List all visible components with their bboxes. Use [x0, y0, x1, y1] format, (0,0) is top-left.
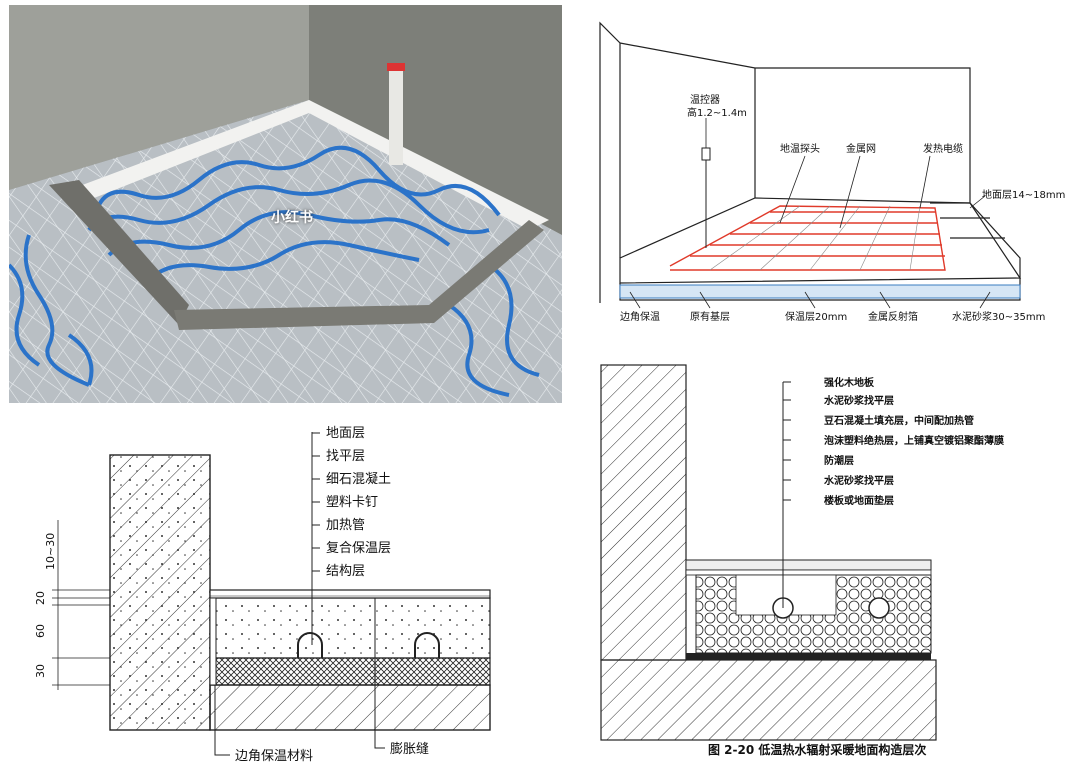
- floor-heating-photo: 小红书: [9, 5, 562, 403]
- label-leveling: 找平层: [326, 449, 365, 464]
- label-reflective-foil: 金属反射箔: [868, 310, 918, 323]
- dim-60: 60: [34, 624, 47, 638]
- pipe-2: [868, 597, 890, 619]
- label-foam-insulation: 泡沫塑料绝热层，上铺真空镀铝聚酯薄膜: [824, 434, 1004, 447]
- label-floor-probe: 地温探头: [780, 142, 820, 155]
- isometric-heating-diagram: 温控器 高1.2~1.4m 地温探头 金属网 发热电缆 地面层14~18mm 边…: [590, 8, 1076, 328]
- section-right-diagram: 强化木地板 水泥砂浆找平层 豆石混凝土填充层，中间配加热管 泡沫塑料绝热层，上铺…: [596, 360, 1076, 764]
- label-thermostat: 温控器: [690, 93, 720, 106]
- label-moisture-barrier: 防潮层: [824, 454, 854, 467]
- label-original-base: 原有基层: [690, 310, 730, 323]
- heating-cable-loops: [9, 145, 540, 397]
- label-corner-insulation: 边角保温: [620, 310, 660, 323]
- label-expansion-joint: 膨胀缝: [390, 742, 429, 757]
- label-structure: 结构层: [326, 564, 365, 579]
- heating-pipes: [297, 632, 440, 658]
- section-left-labels: 地面层 找平层 细石混凝土 塑料卡钉 加热管 复合保温层 结构层: [312, 426, 391, 579]
- label-protective-layer: 保温层20mm: [785, 310, 847, 323]
- dim-20: 20: [34, 591, 47, 605]
- dim-10-30: 10~30: [44, 533, 57, 570]
- figure-caption: 图 2-20 低温热水辐射采暖地面构造层次: [708, 742, 926, 757]
- label-heating-pipe: 加热管: [326, 518, 365, 533]
- section-left-svg: 10~30 20 60 30 地面层 找平层 细石混凝土 塑料卡钉 加热管 复合…: [34, 426, 491, 764]
- label-floor-slab: 楼板或地面垫层: [824, 494, 894, 507]
- photo-illustration: [9, 5, 562, 403]
- label-floor: 地面层: [326, 426, 365, 441]
- label-floor-layer: 地面层14~18mm: [982, 188, 1065, 201]
- label-heating-cable: 发热电缆: [923, 142, 963, 155]
- isometric-svg: 温控器 高1.2~1.4m 地温探头 金属网 发热电缆 地面层14~18mm 边…: [599, 21, 1065, 323]
- label-metal-mesh: 金属网: [846, 142, 876, 155]
- label-mortar-leveling-1: 水泥砂浆找平层: [823, 394, 894, 407]
- label-fine-concrete: 细石混凝土: [326, 471, 391, 487]
- label-edge-insulation: 边角保温材料: [235, 749, 313, 764]
- section-left-diagram: 10~30 20 60 30 地面层 找平层 细石混凝土 塑料卡钉 加热管 复合…: [30, 420, 500, 764]
- watermark: 小红书: [271, 210, 313, 226]
- label-cement-mortar: 水泥砂浆30~35mm: [952, 310, 1045, 323]
- heating-cable-grid: [669, 205, 946, 271]
- label-thermostat-height: 高1.2~1.4m: [687, 106, 747, 119]
- label-pebble-concrete: 豆石混凝土填充层，中间配加热管: [824, 414, 974, 427]
- dim-30: 30: [34, 664, 47, 678]
- section-right-svg: 强化木地板 水泥砂浆找平层 豆石混凝土填充层，中间配加热管 泡沫塑料绝热层，上铺…: [600, 364, 1004, 757]
- label-laminate: 强化木地板: [824, 376, 875, 389]
- label-composite-insulation: 复合保温层: [326, 541, 391, 556]
- label-plastic-clip: 塑料卡钉: [326, 495, 378, 510]
- section-right-labels: 强化木地板 水泥砂浆找平层 豆石混凝土填充层，中间配加热管 泡沫塑料绝热层，上铺…: [783, 376, 1004, 507]
- label-mortar-leveling-2: 水泥砂浆找平层: [823, 474, 894, 487]
- thermostat-box: [701, 147, 711, 161]
